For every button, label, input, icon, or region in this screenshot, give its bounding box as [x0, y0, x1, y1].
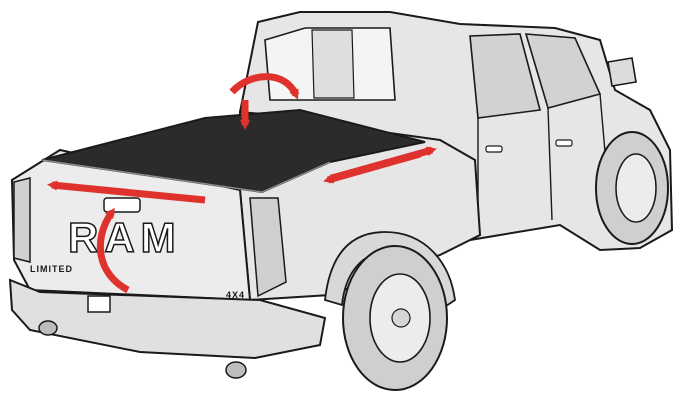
- brand-badge: RAM: [68, 214, 182, 261]
- exhaust-tip-left: [39, 321, 57, 335]
- front-rim: [616, 154, 656, 222]
- exhaust-tip-right: [226, 362, 246, 378]
- hitch-receiver: [88, 296, 110, 312]
- rear-hub: [392, 309, 410, 327]
- tailgate-handle: [104, 198, 140, 212]
- door-handle-front: [556, 140, 572, 146]
- tail-light-left: [14, 178, 30, 262]
- drive-badge: 4X4: [226, 290, 245, 300]
- rear-window-slider: [312, 30, 354, 98]
- door-handle-rear: [486, 146, 502, 152]
- side-mirror: [608, 58, 636, 86]
- trim-badge: LIMITED: [30, 264, 73, 274]
